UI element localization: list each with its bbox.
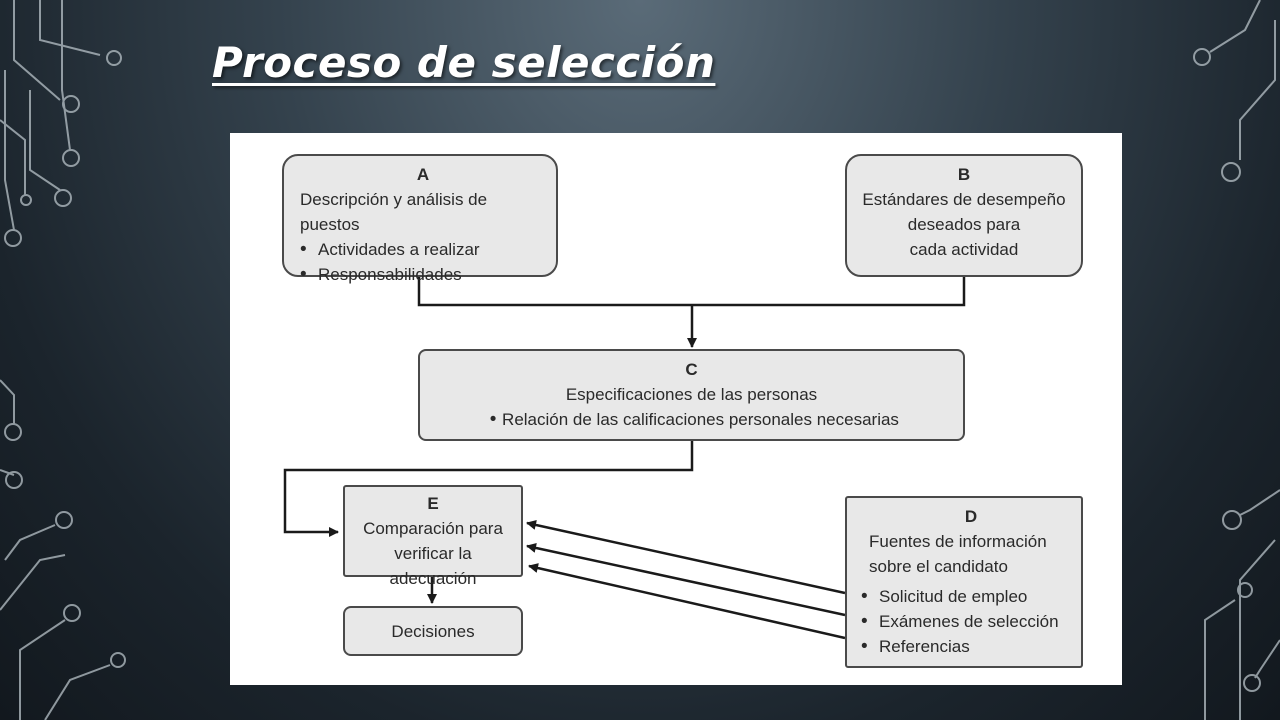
box-b-letter: B [957, 165, 971, 184]
box-e-letter: E [427, 494, 439, 513]
selection-process-diagram: A Descripción y análisis de puestos Acti… [230, 133, 1122, 685]
box-a-title: Descripción y análisis de puestos [300, 190, 488, 234]
box-e-line: Comparación para [363, 519, 503, 538]
box-d-item: Solicitud de empleo [861, 584, 1073, 609]
connector-lines [283, 277, 966, 640]
connector-b-to-c [692, 277, 966, 307]
box-b-line: cada actividad [909, 240, 1019, 259]
box-a-letter: A [416, 165, 430, 184]
box-a-item: Actividades a realizar [300, 237, 546, 262]
box-c-title: Especificaciones de las personas [565, 385, 818, 404]
box-a-job-description: A Descripción y análisis de puestos Acti… [282, 154, 558, 284]
box-decisions-label: Decisiones [391, 622, 475, 641]
box-c-list: Relación de las calificaciones personale… [428, 407, 955, 432]
box-d-list: Solicitud de empleo Exámenes de selecció… [861, 584, 1073, 659]
box-c-person-specifications: C Especificaciones de las personas Relac… [418, 349, 965, 441]
box-b-performance-standards: B Estándares de desempeño deseados para … [845, 154, 1083, 277]
box-e-comparison: E Comparación para verificar la adecuaci… [343, 485, 523, 588]
box-d-letter: D [964, 507, 978, 526]
arrow-d-to-e-1 [526, 520, 846, 595]
box-a-item: Responsabilidades [300, 262, 546, 287]
box-d-line: sobre el candidato [869, 557, 1008, 576]
box-d-information-sources: D Fuentes de información sobre el candid… [845, 496, 1083, 668]
arrow-d-to-e-2 [526, 543, 846, 617]
slide-title: Proceso de selección [212, 38, 716, 87]
box-c-letter: C [685, 360, 698, 379]
box-d-item: Exámenes de selección [861, 609, 1073, 634]
box-b-line: deseados para [907, 215, 1021, 234]
arrow-d-to-e-3 [528, 563, 846, 640]
box-d-item: Referencias [861, 634, 1073, 659]
box-d-line: Fuentes de información [869, 532, 1047, 551]
box-c-item: Relación de las calificaciones personale… [428, 407, 955, 432]
arrow-c-to-e [283, 441, 694, 537]
box-e-line: verificar la adecuación [389, 544, 477, 588]
box-decisions: Decisiones [343, 606, 523, 656]
box-b-line: Estándares de desempeño [862, 190, 1066, 209]
box-a-list: Actividades a realizar Responsabilidades [300, 237, 546, 287]
